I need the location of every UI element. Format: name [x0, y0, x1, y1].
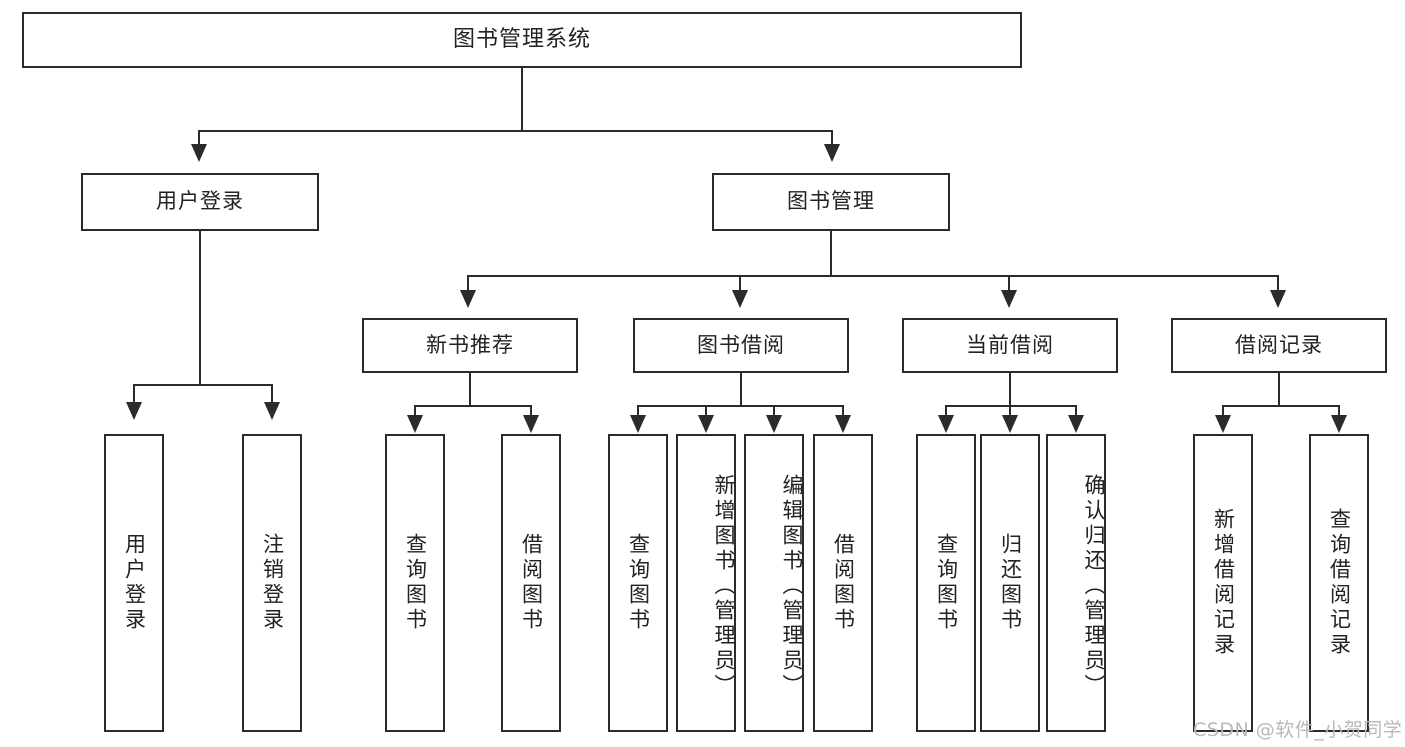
arrow-to-current-borrow — [1001, 290, 1017, 308]
connector-current-borrow-bus — [945, 405, 1077, 407]
leaf-new-book-query[interactable]: 查询图书 — [385, 434, 445, 732]
arrow-book-borrow-leaf-2 — [698, 415, 714, 433]
connector-book-manage-bus — [467, 275, 1279, 277]
node-book-manage[interactable]: 图书管理 — [712, 173, 950, 231]
connector-book-borrow-bus — [637, 405, 844, 407]
watermark-text: CSDN @软件_小贺同学 — [1193, 719, 1403, 741]
connector-borrow-record-drop-2 — [1338, 405, 1340, 415]
connector-book-borrow-stem — [740, 373, 742, 405]
leaf-record-query[interactable]: 查询借阅记录 — [1309, 434, 1369, 732]
arrow-borrow-record-leaf-2 — [1331, 415, 1347, 433]
connector-book-manage-drop-2 — [739, 275, 741, 290]
connector-current-borrow-drop-2 — [1009, 405, 1011, 415]
connector-user-login-bus — [133, 384, 272, 386]
connector-current-borrow-drop-1 — [945, 405, 947, 415]
leaf-user-logout[interactable]: 注销登录 — [242, 434, 302, 732]
connector-book-manage-stem — [830, 231, 832, 275]
arrow-to-book-borrow — [732, 290, 748, 308]
connector-user-login-drop-1 — [133, 384, 135, 402]
arrow-new-book-leaf-2 — [523, 415, 539, 433]
arrow-new-book-leaf-1 — [407, 415, 423, 433]
connector-borrow-record-bus — [1222, 405, 1340, 407]
leaf-borrow-borrow-book[interactable]: 借阅图书 — [813, 434, 873, 732]
node-user-login[interactable]: 用户登录 — [81, 173, 319, 231]
arrow-current-borrow-leaf-2 — [1002, 415, 1018, 433]
node-root-system[interactable]: 图书管理系统 — [22, 12, 1022, 68]
arrow-user-login-leaf-2 — [264, 402, 280, 420]
connector-new-book-drop-2 — [530, 405, 532, 415]
connector-book-borrow-drop-4 — [842, 405, 844, 415]
arrow-book-borrow-leaf-1 — [630, 415, 646, 433]
leaf-current-confirm-return[interactable]: 确认归还（管理员） — [1046, 434, 1106, 732]
arrow-book-borrow-leaf-3 — [766, 415, 782, 433]
connector-book-manage-drop-3 — [1008, 275, 1010, 290]
leaf-current-return-book[interactable]: 归还图书 — [980, 434, 1040, 732]
arrow-user-login-leaf-1 — [126, 402, 142, 420]
leaf-borrow-add-book[interactable]: 新增图书（管理员） — [676, 434, 736, 732]
arrow-to-new-book — [460, 290, 476, 308]
connector-book-borrow-drop-1 — [637, 405, 639, 415]
connector-borrow-record-stem — [1278, 373, 1280, 405]
leaf-borrow-edit-book[interactable]: 编辑图书（管理员） — [744, 434, 804, 732]
connector-book-manage-drop-1 — [467, 275, 469, 290]
connector-root-bus — [198, 130, 832, 132]
connector-borrow-record-drop-1 — [1222, 405, 1224, 415]
arrow-book-borrow-leaf-4 — [835, 415, 851, 433]
node-current-borrow[interactable]: 当前借阅 — [902, 318, 1118, 373]
arrow-borrow-record-leaf-1 — [1215, 415, 1231, 433]
connector-book-borrow-drop-2 — [705, 405, 707, 415]
connector-book-borrow-drop-3 — [773, 405, 775, 415]
arrow-current-borrow-leaf-3 — [1068, 415, 1084, 433]
leaf-current-query-book[interactable]: 查询图书 — [916, 434, 976, 732]
leaf-user-login[interactable]: 用户登录 — [104, 434, 164, 732]
connector-user-login-drop-2 — [271, 384, 273, 402]
arrow-to-user-login — [191, 144, 207, 162]
arrow-to-book-manage — [824, 144, 840, 162]
connector-new-book-drop-1 — [414, 405, 416, 415]
connector-user-login-stem — [199, 231, 201, 384]
connector-root-drop-right — [831, 130, 833, 144]
connector-root-stem — [521, 68, 523, 130]
connector-current-borrow-drop-3 — [1075, 405, 1077, 415]
connector-current-borrow-stem — [1009, 373, 1011, 405]
node-new-book-recommend[interactable]: 新书推荐 — [362, 318, 578, 373]
leaf-new-book-borrow[interactable]: 借阅图书 — [501, 434, 561, 732]
connector-new-book-stem — [469, 373, 471, 405]
leaf-record-add[interactable]: 新增借阅记录 — [1193, 434, 1253, 732]
leaf-borrow-query-book[interactable]: 查询图书 — [608, 434, 668, 732]
arrow-to-borrow-record — [1270, 290, 1286, 308]
node-book-borrow[interactable]: 图书借阅 — [633, 318, 849, 373]
node-borrow-record[interactable]: 借阅记录 — [1171, 318, 1387, 373]
arrow-current-borrow-leaf-1 — [938, 415, 954, 433]
connector-book-manage-drop-4 — [1277, 275, 1279, 290]
connector-new-book-bus — [414, 405, 532, 407]
connector-root-drop-left — [198, 130, 200, 144]
